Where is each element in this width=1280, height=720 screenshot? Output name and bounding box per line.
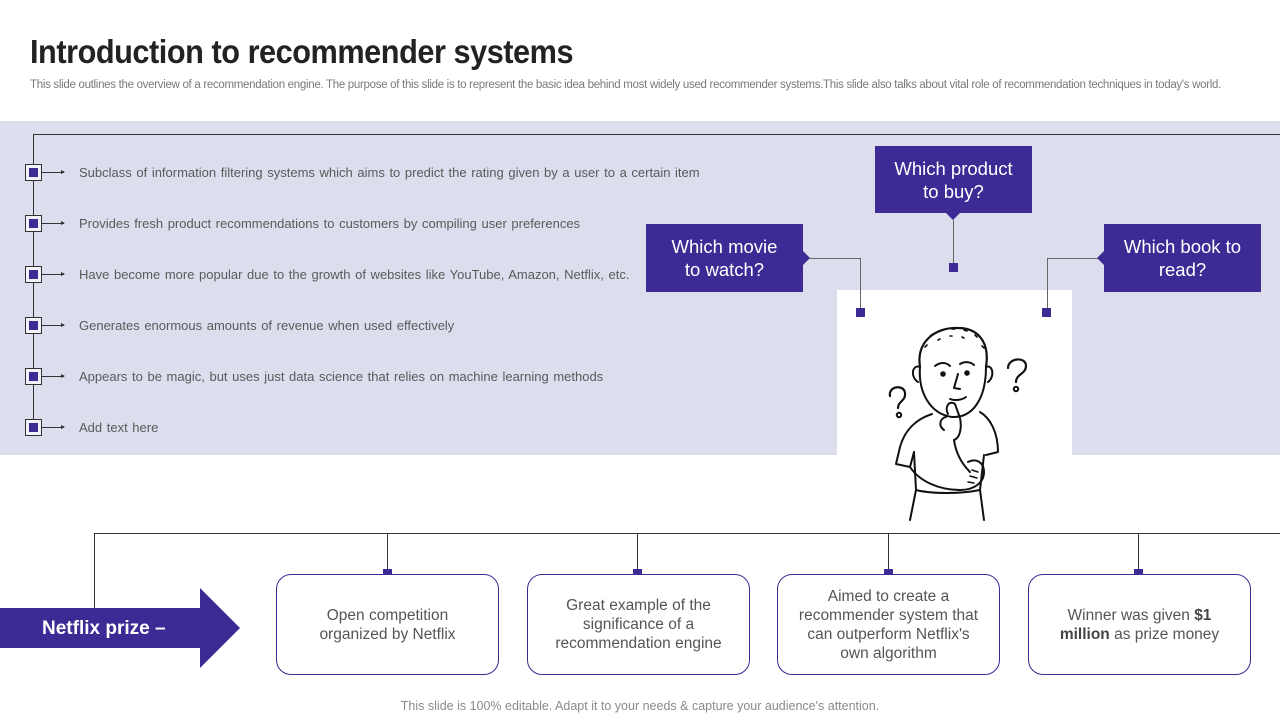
connector-line — [1047, 258, 1098, 259]
bullet-item: Provides fresh product recommendations t… — [25, 215, 1025, 235]
bullet-item: Add text here — [25, 419, 1025, 439]
connector-dot — [1134, 569, 1143, 578]
illustration-panel — [837, 290, 1072, 455]
bullet-item: Appears to be magic, but uses just data … — [25, 368, 1025, 388]
connector-dot — [856, 308, 865, 317]
connector-line — [387, 533, 388, 569]
bullet-text: Generates enormous amounts of revenue wh… — [79, 318, 455, 333]
question-book-text: Which book to read? — [1123, 236, 1242, 280]
question-book-callout: Which book to read? — [1104, 224, 1261, 292]
arrow-right-icon — [42, 323, 65, 327]
connector-line — [637, 533, 638, 569]
bullet-text: Have become more popular due to the grow… — [79, 267, 630, 282]
confused-person-icon — [888, 326, 1028, 521]
connector-dot — [633, 569, 642, 578]
connector-line — [1138, 533, 1139, 569]
prize-card-text: Great example of the significance of a r… — [555, 597, 722, 652]
prize-card: Aimed to create a recommender system tha… — [777, 574, 1000, 675]
netflix-prize-arrow-icon — [0, 588, 240, 668]
connector-line — [953, 220, 954, 264]
bullet-item: Generates enormous amounts of revenue wh… — [25, 317, 1025, 337]
bullet-text: Subclass of information filtering system… — [79, 165, 700, 180]
square-bullet-icon — [25, 266, 42, 283]
prize-frame-line — [94, 533, 95, 608]
prize-card: Winner was given $1 million as prize mon… — [1028, 574, 1251, 675]
callout-pointer-icon — [1097, 251, 1104, 265]
connector-line — [888, 533, 889, 569]
prize-card-text-part: Winner was given — [1067, 606, 1195, 624]
netflix-prize-label: Netflix prize – — [42, 618, 166, 639]
prize-card: Great example of the significance of a r… — [527, 574, 750, 675]
prize-card: Open competition organized by Netflix — [276, 574, 499, 675]
question-product-text: Which product to buy? — [894, 157, 1013, 202]
arrow-right-icon — [42, 272, 65, 276]
bullet-text: Appears to be magic, but uses just data … — [79, 369, 604, 384]
arrow-right-icon — [42, 221, 65, 225]
arrow-right-icon — [42, 425, 65, 429]
arrow-right-icon — [42, 170, 65, 174]
bullet-item: Subclass of information filtering system… — [25, 164, 1025, 184]
page-title: Introduction to recommender systems — [30, 33, 574, 70]
square-bullet-icon — [25, 419, 42, 436]
question-product-callout: Which product to buy? — [875, 146, 1032, 213]
prize-card-text-part: as prize money — [1109, 625, 1220, 643]
connector-line — [809, 258, 861, 259]
arrow-right-icon — [42, 374, 65, 378]
footer-note: This slide is 100% editable. Adapt it to… — [400, 699, 880, 713]
connector-line — [860, 258, 861, 308]
question-movie-text: Which movie to watch? — [671, 236, 778, 280]
connector-dot — [1042, 308, 1051, 317]
callout-pointer-icon — [946, 213, 960, 220]
prize-card-text: Winner was given $1 million as prize mon… — [1043, 606, 1236, 644]
question-movie-callout: Which movie to watch? — [646, 224, 803, 292]
prize-frame-line — [94, 533, 1280, 534]
bullet-text: Add text here — [79, 420, 159, 435]
connector-dot — [949, 263, 958, 272]
prize-card-text: Aimed to create a recommender system tha… — [798, 587, 979, 662]
square-bullet-icon — [25, 368, 42, 385]
bullet-text: Provides fresh product recommendations t… — [79, 216, 581, 231]
top-frame-line — [33, 134, 1280, 135]
bullet-item: Have become more popular due to the grow… — [25, 266, 1025, 286]
prize-card-text: Open competition organized by Netflix — [319, 606, 456, 643]
connector-dot — [884, 569, 893, 578]
connector-dot — [383, 569, 392, 578]
square-bullet-icon — [25, 317, 42, 334]
callout-pointer-icon — [803, 251, 810, 265]
page-subtitle: This slide outlines the overview of a re… — [30, 79, 1221, 91]
square-bullet-icon — [25, 215, 42, 232]
square-bullet-icon — [25, 164, 42, 181]
prize-amount: $1 million — [1059, 606, 1212, 643]
connector-line — [1047, 258, 1048, 308]
